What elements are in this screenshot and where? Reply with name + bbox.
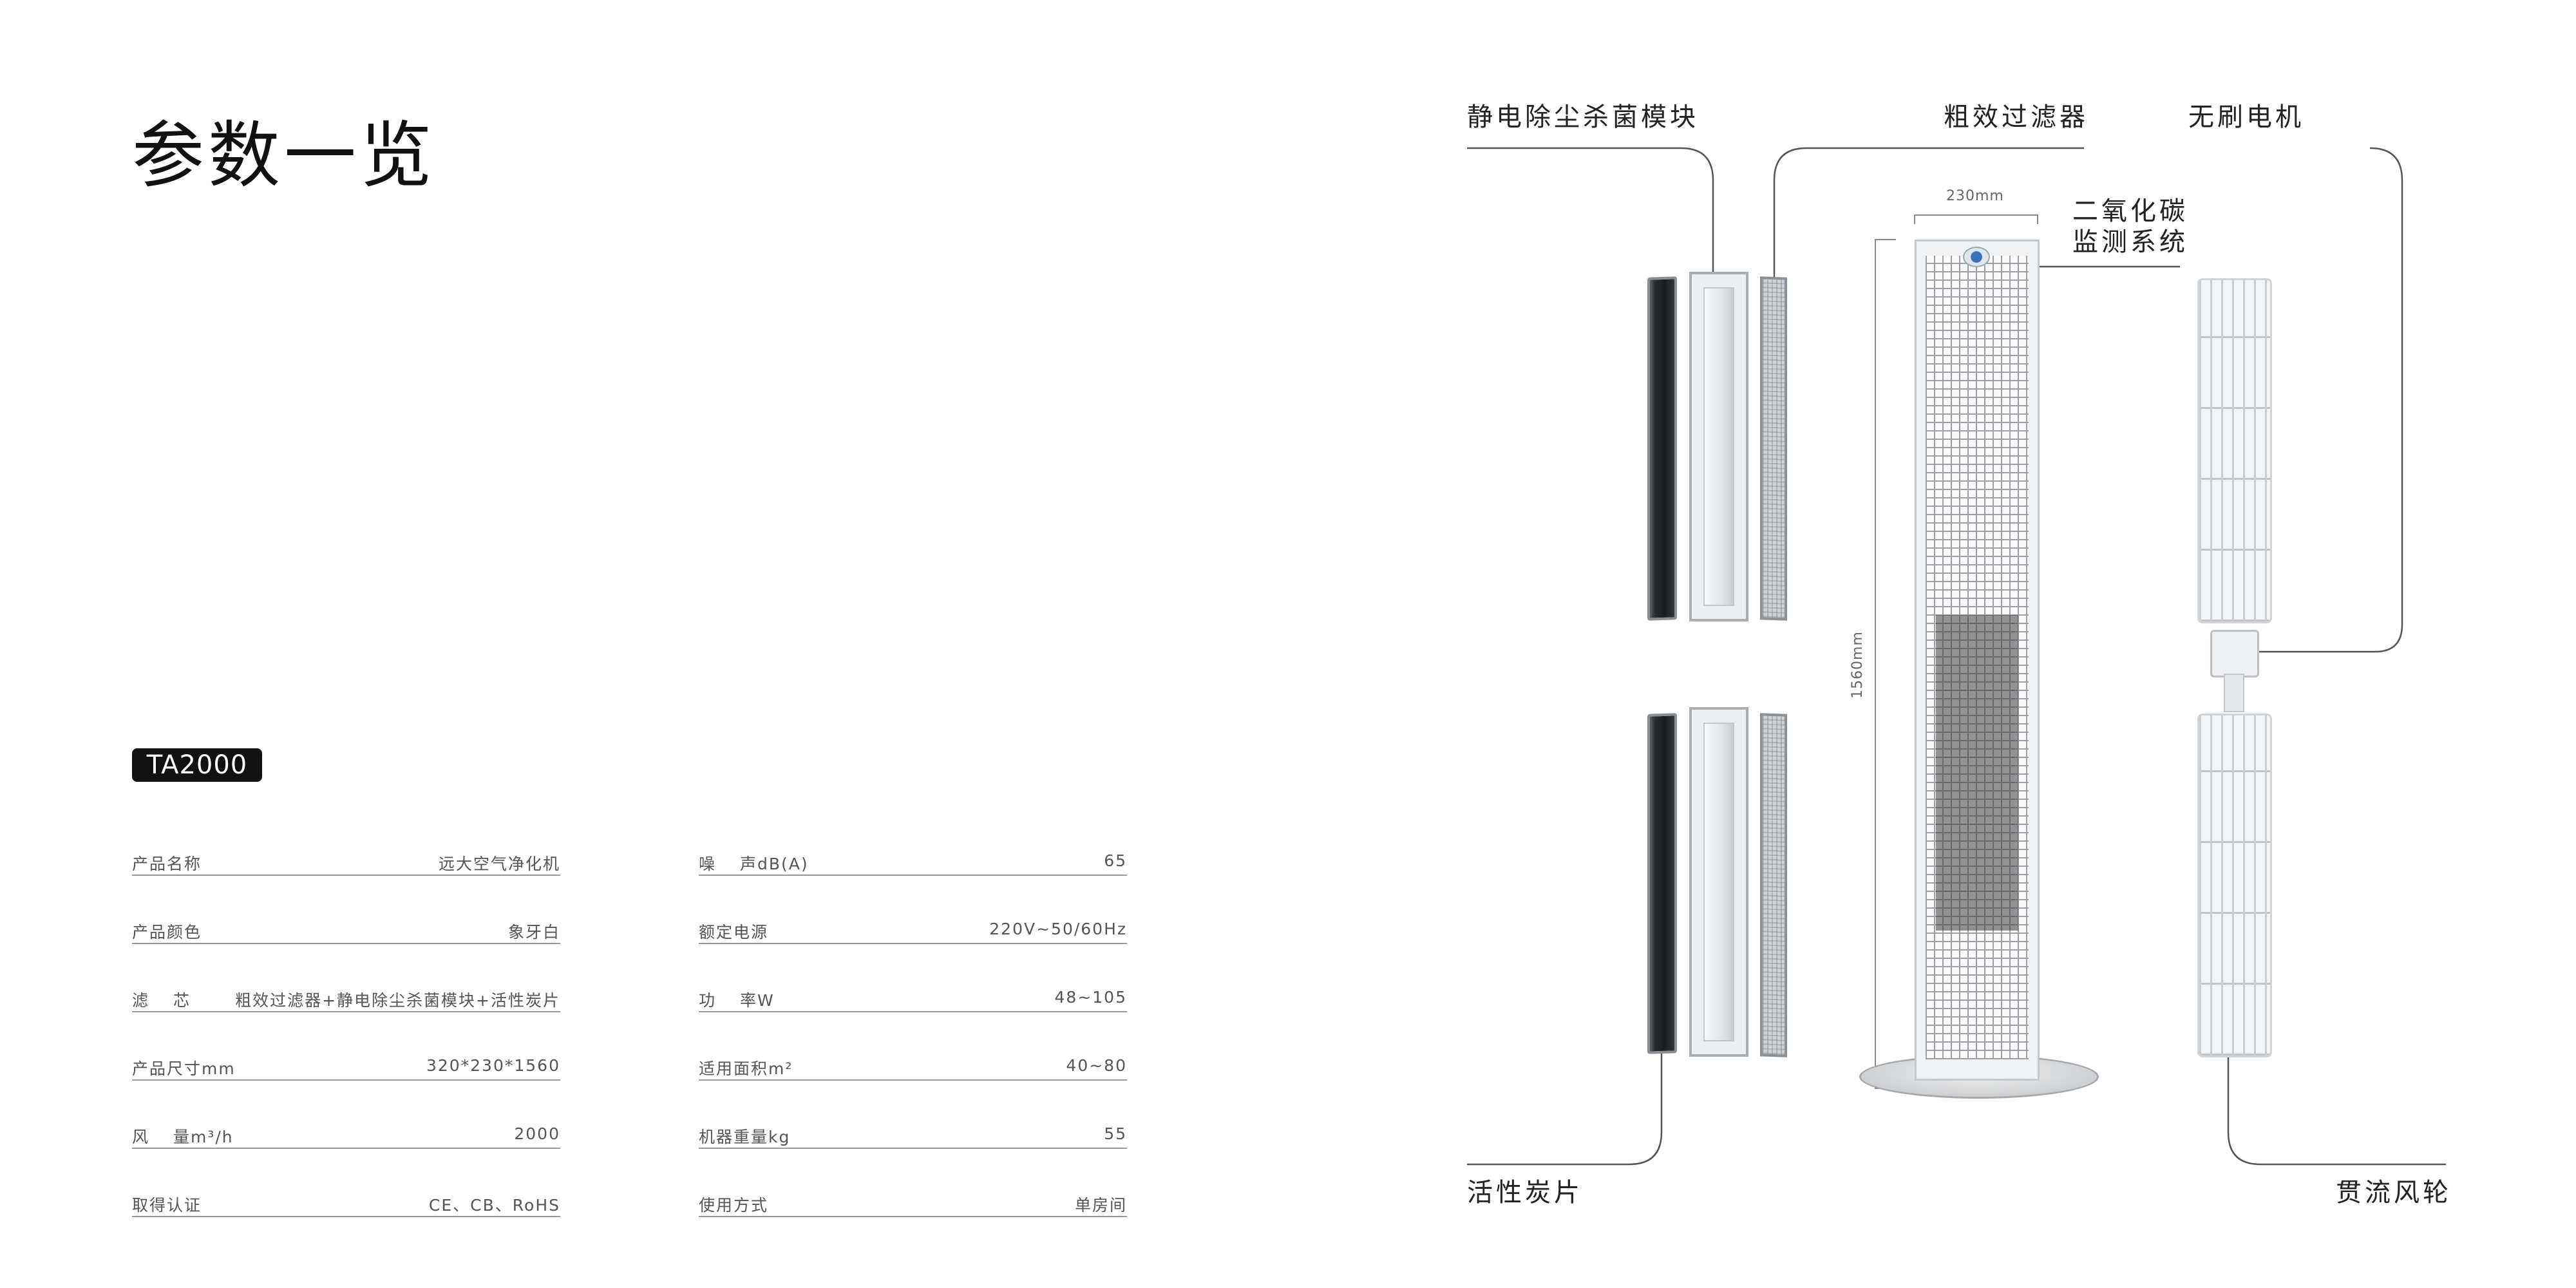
spec-value: 单房间 [1074,1196,1127,1215]
purifier-inner-shadow [1936,615,2018,931]
spec-label: 产品名称 [132,855,202,873]
label-coarse-filter: 粗效过滤器 [1944,102,2088,132]
spec-value: 220V~50/60Hz [989,920,1127,938]
spec-row-usage: 使用方式 单房间 [699,1190,1127,1217]
dimension-height: 1560mm [1849,631,1866,699]
leader-line-carbon [1467,1046,1663,1166]
dimension-width: 230mm [1946,188,2004,204]
spec-value: CE、CB、RoHS [428,1196,560,1215]
spec-label: 滤 芯 [132,991,191,1010]
spec-value: 40~80 [1066,1056,1127,1075]
co2-sensor-display [1963,247,1990,267]
label-crossflow-fan: 贯流风轮 [2336,1178,2452,1208]
label-electrostatic-module: 静电除尘杀菌模块 [1467,102,1699,132]
label-brushless-motor: 无刷电机 [2188,102,2304,132]
motor-shaft [2224,674,2244,712]
leader-line-coarse-filter [1773,147,2084,283]
purifier-main-unit [1915,240,2040,1081]
lower-electrostatic-module [1689,707,1748,1057]
spec-value: 55 [1104,1124,1127,1143]
spec-label: 功 率W [699,991,775,1010]
spec-row-color: 产品颜色 象牙白 [132,917,560,944]
spec-row-airflow: 风 量m³/h 2000 [132,1122,560,1149]
dim-line-width [1914,214,2038,224]
spec-row-certification: 取得认证 CE、CB、RoHS [132,1190,560,1217]
spec-label: 机器重量kg [699,1128,791,1146]
spec-row-weight: 机器重量kg 55 [699,1122,1127,1149]
upper-carbon-panel [1647,276,1677,621]
label-co2-monitor-line1: 二氧化碳 [2072,196,2188,226]
spec-label: 噪 声dB(A) [699,855,809,873]
spec-row-power: 功 率W 48~105 [699,985,1127,1012]
spec-label: 产品颜色 [132,923,202,942]
spec-label: 产品尺寸mm [132,1059,236,1078]
page-title: 参数一览 [132,114,436,198]
upper-coarse-filter [1760,276,1787,621]
spec-row-size: 产品尺寸mm 320*230*1560 [132,1054,560,1081]
upper-electrostatic-module [1689,272,1748,621]
model-badge: TA2000 [132,748,262,782]
label-co2-monitor-line2: 监测系统 [2072,227,2188,257]
lower-crossflow-fan [2197,714,2272,1057]
spec-label: 使用方式 [699,1196,769,1215]
dim-line-height [1875,239,1896,1089]
spec-value: 粗效过滤器+静电除尘杀菌模块+活性炭片 [235,991,560,1010]
label-activated-carbon: 活性炭片 [1467,1178,1583,1208]
spec-value: 2000 [514,1124,560,1143]
spec-row-area: 适用面积m² 40~80 [699,1054,1127,1081]
lower-coarse-filter [1760,713,1787,1057]
leader-line-fan [2227,1056,2446,1166]
spec-value: 65 [1104,851,1127,870]
spec-label: 适用面积m² [699,1059,793,1078]
spec-row-filter: 滤 芯 粗效过滤器+静电除尘杀菌模块+活性炭片 [132,985,560,1012]
spec-row-noise: 噪 声dB(A) 65 [699,849,1127,876]
leader-line-motor [2228,147,2403,653]
spec-value: 象牙白 [507,923,560,942]
brushless-motor [2210,630,2259,677]
spec-value: 48~105 [1054,988,1127,1007]
upper-crossflow-fan [2197,278,2272,623]
leader-line-electrostatic [1467,147,1714,278]
spec-label: 取得认证 [132,1196,202,1215]
spec-value: 320*230*1560 [426,1056,560,1075]
spec-row-product-name: 产品名称 远大空气净化机 [132,849,560,876]
spec-label: 额定电源 [699,923,769,942]
spec-value: 远大空气净化机 [438,855,560,873]
lower-carbon-panel [1647,713,1677,1054]
leader-line-co2 [2031,259,2180,268]
spec-label: 风 量m³/h [132,1128,234,1146]
spec-row-power-supply: 额定电源 220V~50/60Hz [699,917,1127,944]
